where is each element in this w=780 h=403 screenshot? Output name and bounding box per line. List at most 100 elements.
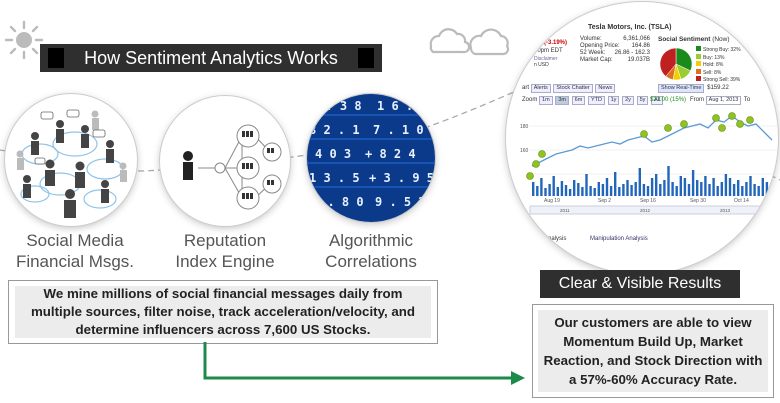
zoom-2y[interactable]: 2y [622,96,634,105]
date-range: From Aug 1, 2013 To [690,96,750,105]
zoom-5y[interactable]: 5y [636,96,649,105]
realtime-row: Show Real-Time $159.22 [658,84,729,93]
y-label: 160 [520,148,529,154]
manipulation-analysis-link[interactable]: Manipulation Analysis [590,236,648,242]
results-banner: Clear & Visible Results [540,270,740,298]
legend-label: Sell: 8% [703,69,722,76]
volume-bar [769,186,773,196]
currency-text: n USD [534,62,549,68]
legend-item: Strong Sell: 39% [696,76,741,84]
volume-bar [634,182,637,196]
volume-bar [540,178,543,196]
volume-bar [712,178,715,196]
volume-bar [614,172,617,196]
svg-text:+ 8 2 4: + 8 2 4 [365,147,416,161]
from-label: From [690,97,704,103]
social-media-circle [5,94,137,226]
disclaimer-text[interactable]: Disclaimer [534,56,558,62]
volume-bar [605,178,609,196]
zoom-1m[interactable]: 1m [539,96,553,105]
volume-bar [753,184,756,196]
legend-item: Buy: 13% [696,53,741,62]
legend-swatch [696,76,701,81]
volume-bar [720,182,723,196]
volume-bar [679,176,682,196]
caption-line: Index Engine [175,252,275,271]
stat-value: 6,361,066 [623,36,650,42]
zoom-6m[interactable]: 6m [571,96,586,105]
svg-text:+ 3 . 9 5: + 3 . 9 5 [369,171,434,185]
range-value: $21.00 (15%) [650,97,687,103]
legend-swatch [696,46,701,51]
volume-bar [589,186,592,196]
volume-bar [655,174,658,196]
how-it-works-banner: How Sentiment Analytics Works [40,44,382,72]
tab-prefix-text: art [522,85,530,91]
zoom-1y[interactable]: 1y [607,96,620,105]
volume-bar [568,189,572,196]
volume-bar [573,180,576,196]
volume-bar [544,188,547,196]
banner-left-block [48,48,64,68]
company-title: Tesla Motors, Inc. (TSLA) [588,24,672,31]
year-label: 2013 [720,208,731,213]
bottom-analysis-label: Analysis [544,236,567,242]
svg-text:4 0 3: 4 0 3 [315,147,351,161]
volume-bar [749,176,752,196]
price-chart: 180 160 Aug 19 Sep 2 Sep 16 Sep 30 Oct 1… [520,112,778,215]
stat-row: Opening Price:164.86 [580,43,650,50]
sentiment-title-text: Social Sentiment [658,36,711,43]
stat-label: 52 Week: [580,50,606,56]
x-label: Sep 30 [690,198,706,204]
legend-item: Strong Buy: 32% [696,46,741,54]
volume-bar [691,170,695,196]
results-text: Our customers are able to view Momentum … [538,310,768,392]
legend-swatch [696,61,701,66]
volume-bar [700,182,703,196]
legend-swatch [696,68,701,74]
price-change: .25 (-3.19%) [534,40,568,46]
flow-arrow [203,342,525,385]
caption-line: Algorithmic [328,231,414,250]
volume-bar [704,176,707,196]
volume-bar [630,185,633,196]
show-realtime-button[interactable]: Show Real-Time [658,84,705,93]
step-caption-reputation: Reputation Index Engine [150,230,300,272]
zoom-3m[interactable]: 3m [555,96,569,105]
volume-bar [765,182,769,196]
tab-alerts[interactable]: Alerts [530,84,551,93]
volume-bar [708,184,711,196]
volume-bar [663,180,666,196]
stat-row: Market Cap:19.037B [580,57,650,64]
tab-stock-chatter[interactable]: Stock Chatter [553,84,593,93]
reputation-circle [160,96,290,226]
legend-item: Sell: 8% [696,68,741,77]
volume-bar [696,180,699,196]
volume-bar [646,186,650,196]
volume-bar [536,186,539,196]
caption-line: Reputation [183,231,267,250]
volume-bar [761,178,764,196]
stat-value: 26.86 - 162.3 [614,50,650,56]
influencer-network-illustration [183,124,282,210]
volume-bar [585,174,588,196]
people-network-illustration [16,109,127,218]
stat-label: Volume: [580,36,602,42]
tab-news[interactable]: News [595,84,616,93]
zoom-all[interactable]: All [651,96,664,105]
volume-bar [552,176,555,196]
volume-bar [741,186,744,196]
volume-bar [683,178,687,196]
sentiment-pie [659,47,693,81]
banner-right-block [358,48,374,68]
stat-row: 52 Week: 26.86 - 162.3 [580,50,650,57]
from-date-input[interactable]: Aug 1, 2013 [705,96,742,105]
pie-slice [659,47,677,77]
svg-text:7 . 1 0: 7 . 1 0 [373,123,424,137]
volume-bar [609,186,613,196]
volume-bar [556,187,559,196]
zoom-ytd[interactable]: YTD [587,96,605,105]
volume-bar [548,184,551,196]
info-text: We mine millions of social financial mes… [15,286,431,338]
